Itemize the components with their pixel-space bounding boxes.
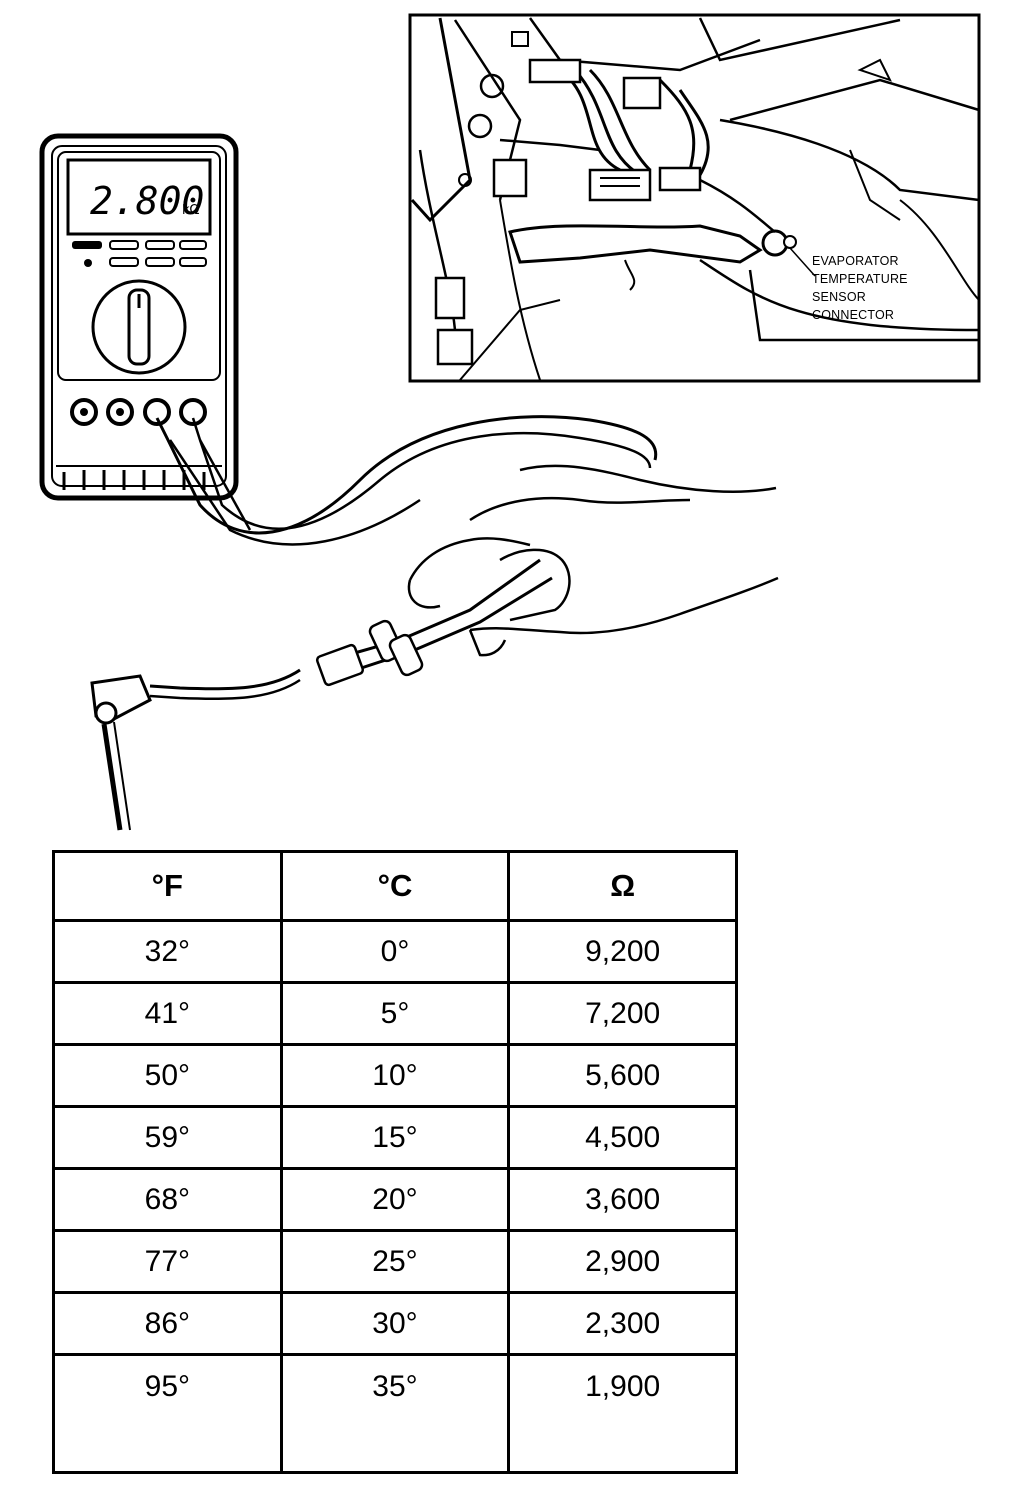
cell-ohms: 2,300 [507,1291,738,1356]
meter-button [72,241,102,249]
cell-celsius: 25° [279,1229,511,1294]
meter-button [179,240,207,250]
callout-line-2: TEMPERATURE [812,272,908,286]
cell-ohms: 2,900 [507,1229,738,1294]
cell-celsius: 10° [279,1043,511,1108]
cell-ohms: 4,500 [507,1105,738,1170]
table-row: 95° 35° 1,900 [52,1353,738,1474]
cell-fahrenheit: 32° [52,919,283,984]
cell-celsius: 0° [279,919,511,984]
table-row: 50° 10° 5,600 [52,1043,738,1108]
cell-celsius: 20° [279,1167,511,1232]
meter-button [109,257,139,267]
table-header-row: °F °C Ω [52,850,738,922]
table-row: 77° 25° 2,900 [52,1229,738,1294]
callout-line-3: SENSOR [812,290,866,304]
callout-line-1: EVAPORATOR [812,254,899,268]
meter-button [145,257,175,267]
table-row: 41° 5° 7,200 [52,981,738,1046]
meter-button [179,257,207,267]
table-row: 32° 0° 9,200 [52,919,738,984]
callout-line-4: CONNECTOR [812,308,894,322]
test-leads [155,415,658,546]
cell-fahrenheit: 95° [52,1353,283,1474]
column-header-fahrenheit: °F [52,850,283,922]
resistance-table: °F °C Ω 32° 0° 9,200 41° 5° 7,200 50° 10… [52,850,738,1474]
meter-button [109,240,139,250]
meter-display: 2.800 kΩ [66,158,212,236]
column-header-celsius: °C [279,850,511,922]
callout-label: EVAPORATOR TEMPERATURE SENSOR CONNECTOR [812,254,908,322]
meter-button [145,240,175,250]
multimeter: 2.800 kΩ [39,133,239,501]
meter-selector-dial [91,279,187,375]
cell-ohms: 9,200 [507,919,738,984]
meter-reading: 2.800 [90,179,204,223]
cell-celsius: 35° [279,1353,511,1474]
cell-fahrenheit: 41° [52,981,283,1046]
cell-celsius: 30° [279,1291,511,1356]
hand-with-probes [149,464,779,701]
cell-celsius: 15° [279,1105,511,1170]
column-header-ohms: Ω [507,850,738,922]
table-row: 59° 15° 4,500 [52,1105,738,1170]
inset-panel: EVAPORATOR TEMPERATURE SENSOR CONNECTOR [408,13,981,383]
cell-fahrenheit: 50° [52,1043,283,1108]
evaporator-sensor [90,674,152,831]
meter-unit: kΩ [182,203,200,218]
cell-fahrenheit: 59° [52,1105,283,1170]
cell-celsius: 5° [279,981,511,1046]
meter-input-jacks [70,398,207,426]
table-row: 86° 30° 2,300 [52,1291,738,1356]
cell-ohms: 1,900 [507,1353,738,1474]
cell-ohms: 5,600 [507,1043,738,1108]
diagram-illustration: EVAPORATOR TEMPERATURE SENSOR CONNECTOR … [39,13,981,831]
cell-fahrenheit: 68° [52,1167,283,1232]
cell-ohms: 3,600 [507,1167,738,1232]
cell-fahrenheit: 77° [52,1229,283,1294]
cell-fahrenheit: 86° [52,1291,283,1356]
table-row: 68° 20° 3,600 [52,1167,738,1232]
cell-ohms: 7,200 [507,981,738,1046]
